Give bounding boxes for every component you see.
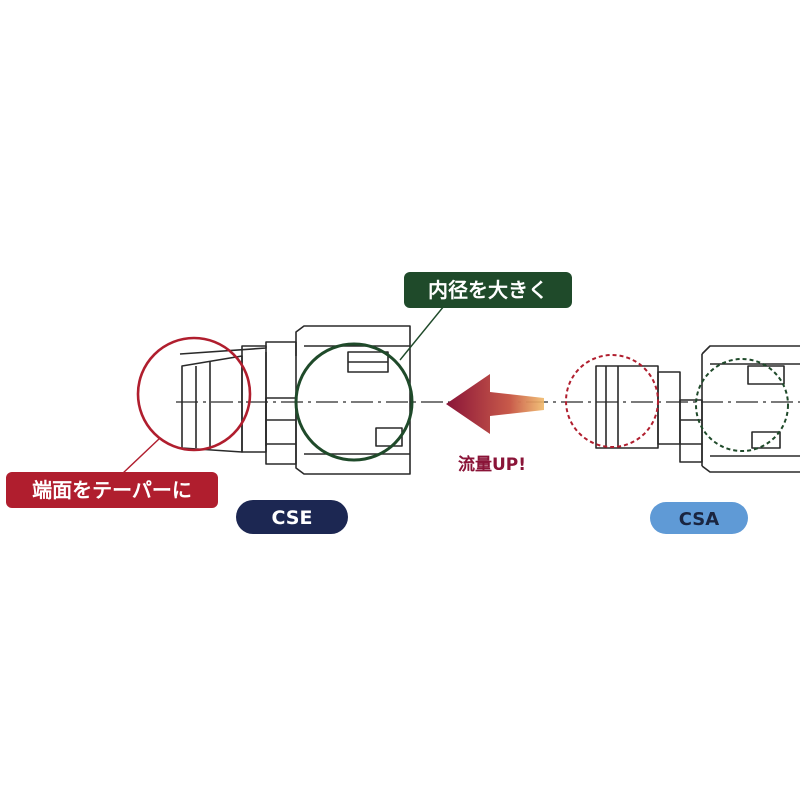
end-taper-callout-text: 端面をテーパーに [32,478,192,502]
end-taper-leader-line [121,437,161,475]
cse-model-label: CSE [272,507,313,529]
csa-model-badge: CSA [650,502,748,534]
cse-bore-highlight-circle [294,342,414,462]
csa-end-dashed-circle [565,354,659,448]
csa-model-label: CSA [679,509,720,530]
flow-up-label: 流量UP! [458,454,526,475]
inner-diameter-callout: 内径を大きく [404,272,572,308]
cse-end-highlight-circle [136,336,252,452]
csa-fitting-drawing [595,345,800,473]
end-taper-callout: 端面をテーパーに [6,472,218,508]
inner-diameter-leader-line [399,305,445,361]
cse-model-badge: CSE [236,500,348,534]
flow-arrow-icon [446,374,544,434]
cse-fitting-drawing [179,325,411,475]
csa-bore-dashed-circle [695,358,789,452]
inner-diameter-callout-text: 内径を大きく [428,278,548,302]
